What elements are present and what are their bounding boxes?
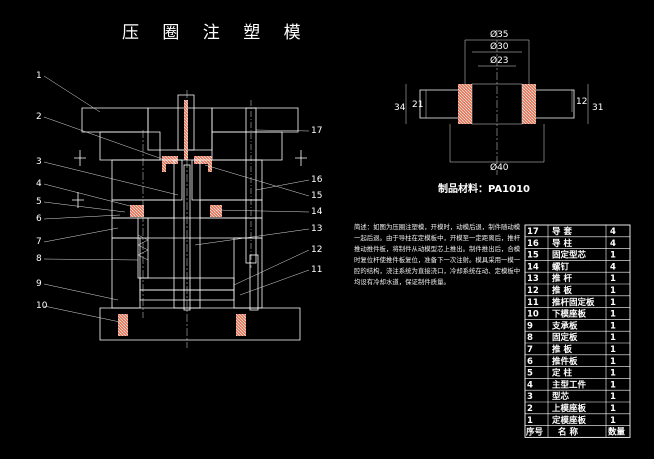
bom-qty: 1: [610, 333, 616, 343]
bom-name: 型芯: [552, 391, 570, 402]
bom-qty: 1: [610, 251, 616, 261]
bom-name: 推件板: [552, 356, 578, 367]
bom-no: 7: [527, 345, 533, 355]
dim-d30: Ø30: [490, 41, 509, 52]
balloon-7: 7: [36, 237, 42, 247]
balloon-13: 13: [311, 224, 322, 234]
bom-qty: 1: [610, 380, 616, 390]
bom-name: 螺钉: [552, 261, 570, 272]
bom-no: 14: [527, 262, 539, 272]
dim-12: 12: [576, 97, 587, 107]
notes-block: 简述：如图为压圈注塑模，开模时，动模后退，制件随动模一起后退。由于导柱在定模板中…: [354, 223, 521, 286]
bom-no: 4: [527, 380, 533, 390]
dim-d40: Ø40: [490, 162, 509, 173]
balloon-14: 14: [311, 207, 323, 217]
balloon-6: 6: [36, 214, 42, 224]
bom-header: 名 称: [558, 427, 578, 438]
bom-qty: 1: [610, 357, 616, 367]
bom-no: 15: [527, 251, 539, 261]
bom-name: 推 板: [552, 285, 572, 296]
bom-header: 序号: [525, 427, 544, 438]
drawing-title: 压 圈 注 塑 模: [122, 23, 310, 43]
bom-no: 6: [527, 357, 533, 367]
dim-d23: Ø23: [490, 55, 509, 66]
dim-31: 31: [592, 103, 603, 113]
bom-qty: 1: [610, 310, 616, 320]
balloon-15: 15: [311, 191, 322, 201]
dim-34: 34: [394, 103, 406, 113]
bom-qty: 4: [610, 239, 616, 249]
bom-no: 16: [527, 239, 539, 249]
bom-no: 9: [527, 321, 533, 331]
bom-name: 导 柱: [552, 238, 572, 249]
bom-qty: 1: [610, 298, 616, 308]
bom-qty: 1: [610, 369, 616, 379]
balloon-8: 8: [36, 254, 42, 264]
notes-text: 简述：如图为压圈注塑模，开模时，动模后退，制件随动模一起后退。由于导柱在定模板中…: [354, 223, 521, 286]
bom-no: 17: [527, 227, 539, 237]
bom-name: 下模座板: [552, 309, 587, 320]
balloon-10: 10: [36, 301, 48, 311]
dim-21: 21: [412, 100, 423, 110]
balloon-3: 3: [36, 157, 42, 167]
bom-qty: 1: [610, 416, 616, 426]
bom-no: 10: [527, 310, 539, 320]
balloon-5: 5: [36, 197, 42, 207]
balloon-17: 17: [311, 126, 322, 136]
bom-no: 11: [527, 298, 539, 308]
bom-name: 支承板: [551, 320, 578, 331]
balloon-12: 12: [311, 245, 322, 255]
bom-qty: 1: [610, 345, 616, 355]
balloon-labels-right: 17 16 15 14 13 12 11: [194, 126, 323, 296]
balloon-labels-left: 1 2 3 4 5 6 7 8 9 10: [36, 71, 179, 323]
bom-qty: 4: [610, 262, 616, 272]
bom-qty: 1: [610, 274, 616, 284]
bom-no: 1: [527, 416, 533, 426]
bom-name: 上模座板: [552, 403, 587, 414]
bom-no: 5: [527, 369, 533, 379]
part-section-view: Ø35 Ø30 Ø23 Ø40 34 21 12 31: [394, 29, 603, 175]
balloon-16: 16: [311, 175, 323, 185]
bom-name: 固定板: [552, 332, 578, 343]
bom-name: 定 柱: [551, 368, 572, 379]
mold-assembly: [72, 90, 307, 348]
bom-name: 推 板: [552, 344, 572, 355]
bom-name: 主型工件: [552, 379, 587, 390]
bom-header: 数量: [608, 427, 626, 438]
balloon-1: 1: [36, 71, 42, 81]
bom-name: 导 套: [552, 226, 572, 237]
bom-no: 13: [527, 274, 539, 284]
bom-qty: 4: [610, 227, 616, 237]
bom-no: 8: [527, 333, 533, 343]
bom-no: 3: [527, 392, 533, 402]
bom-name: 定模座板: [551, 415, 587, 426]
bom-qty: 1: [610, 286, 616, 296]
material-label: 制品材料：PA1010: [438, 182, 530, 195]
bom-qty: 1: [610, 404, 616, 414]
bom-name: 推杆固定板: [552, 297, 595, 308]
bom-no: 12: [527, 286, 539, 296]
balloon-4: 4: [36, 179, 42, 189]
bom-no: 2: [527, 404, 533, 414]
dim-d35: Ø35: [490, 29, 509, 40]
balloon-2: 2: [36, 112, 42, 122]
balloon-9: 9: [36, 279, 42, 289]
balloon-11: 11: [311, 265, 322, 275]
bom-name: 固定型芯: [552, 250, 587, 261]
bom-qty: 1: [610, 321, 616, 331]
bom-qty: 1: [610, 392, 616, 402]
bom-name: 推 杆: [552, 273, 572, 284]
